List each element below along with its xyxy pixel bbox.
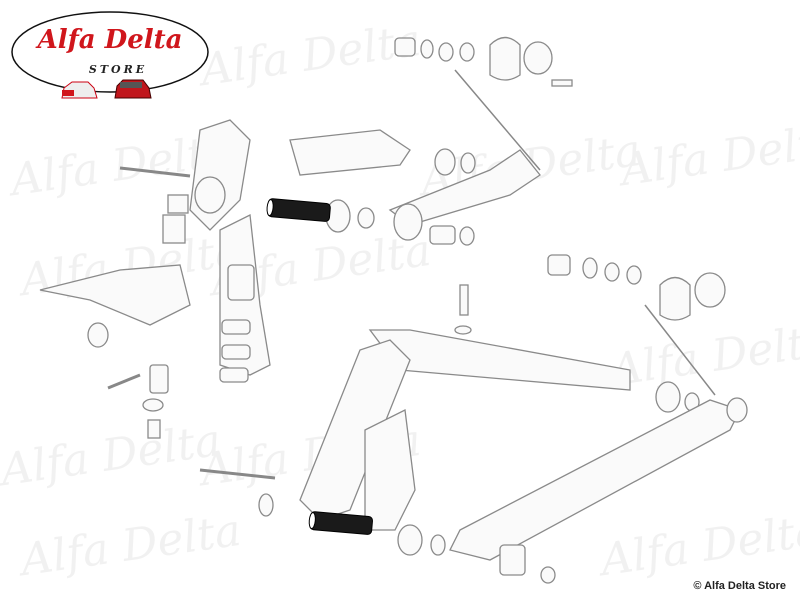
logo-subtitle-text: STORE xyxy=(89,63,147,76)
alfa-delta-store-logo[interactable]: Alfa Delta STORE xyxy=(10,8,210,100)
pivot-arm xyxy=(219,199,375,383)
right-hardware-group xyxy=(547,254,726,396)
car-icon xyxy=(114,79,152,99)
car-icon xyxy=(61,81,98,99)
steering-knuckle xyxy=(39,119,251,439)
upper-control-arm xyxy=(289,129,541,246)
lower-control-arm xyxy=(199,284,748,584)
logo-brand-text: Alfa Delta xyxy=(35,25,183,55)
copyright-text: © Alfa Delta Store xyxy=(693,580,786,592)
upper-bushing-pin[interactable] xyxy=(266,198,331,222)
upper-hardware-group xyxy=(394,36,573,171)
lower-bushing-pin[interactable] xyxy=(308,511,374,535)
